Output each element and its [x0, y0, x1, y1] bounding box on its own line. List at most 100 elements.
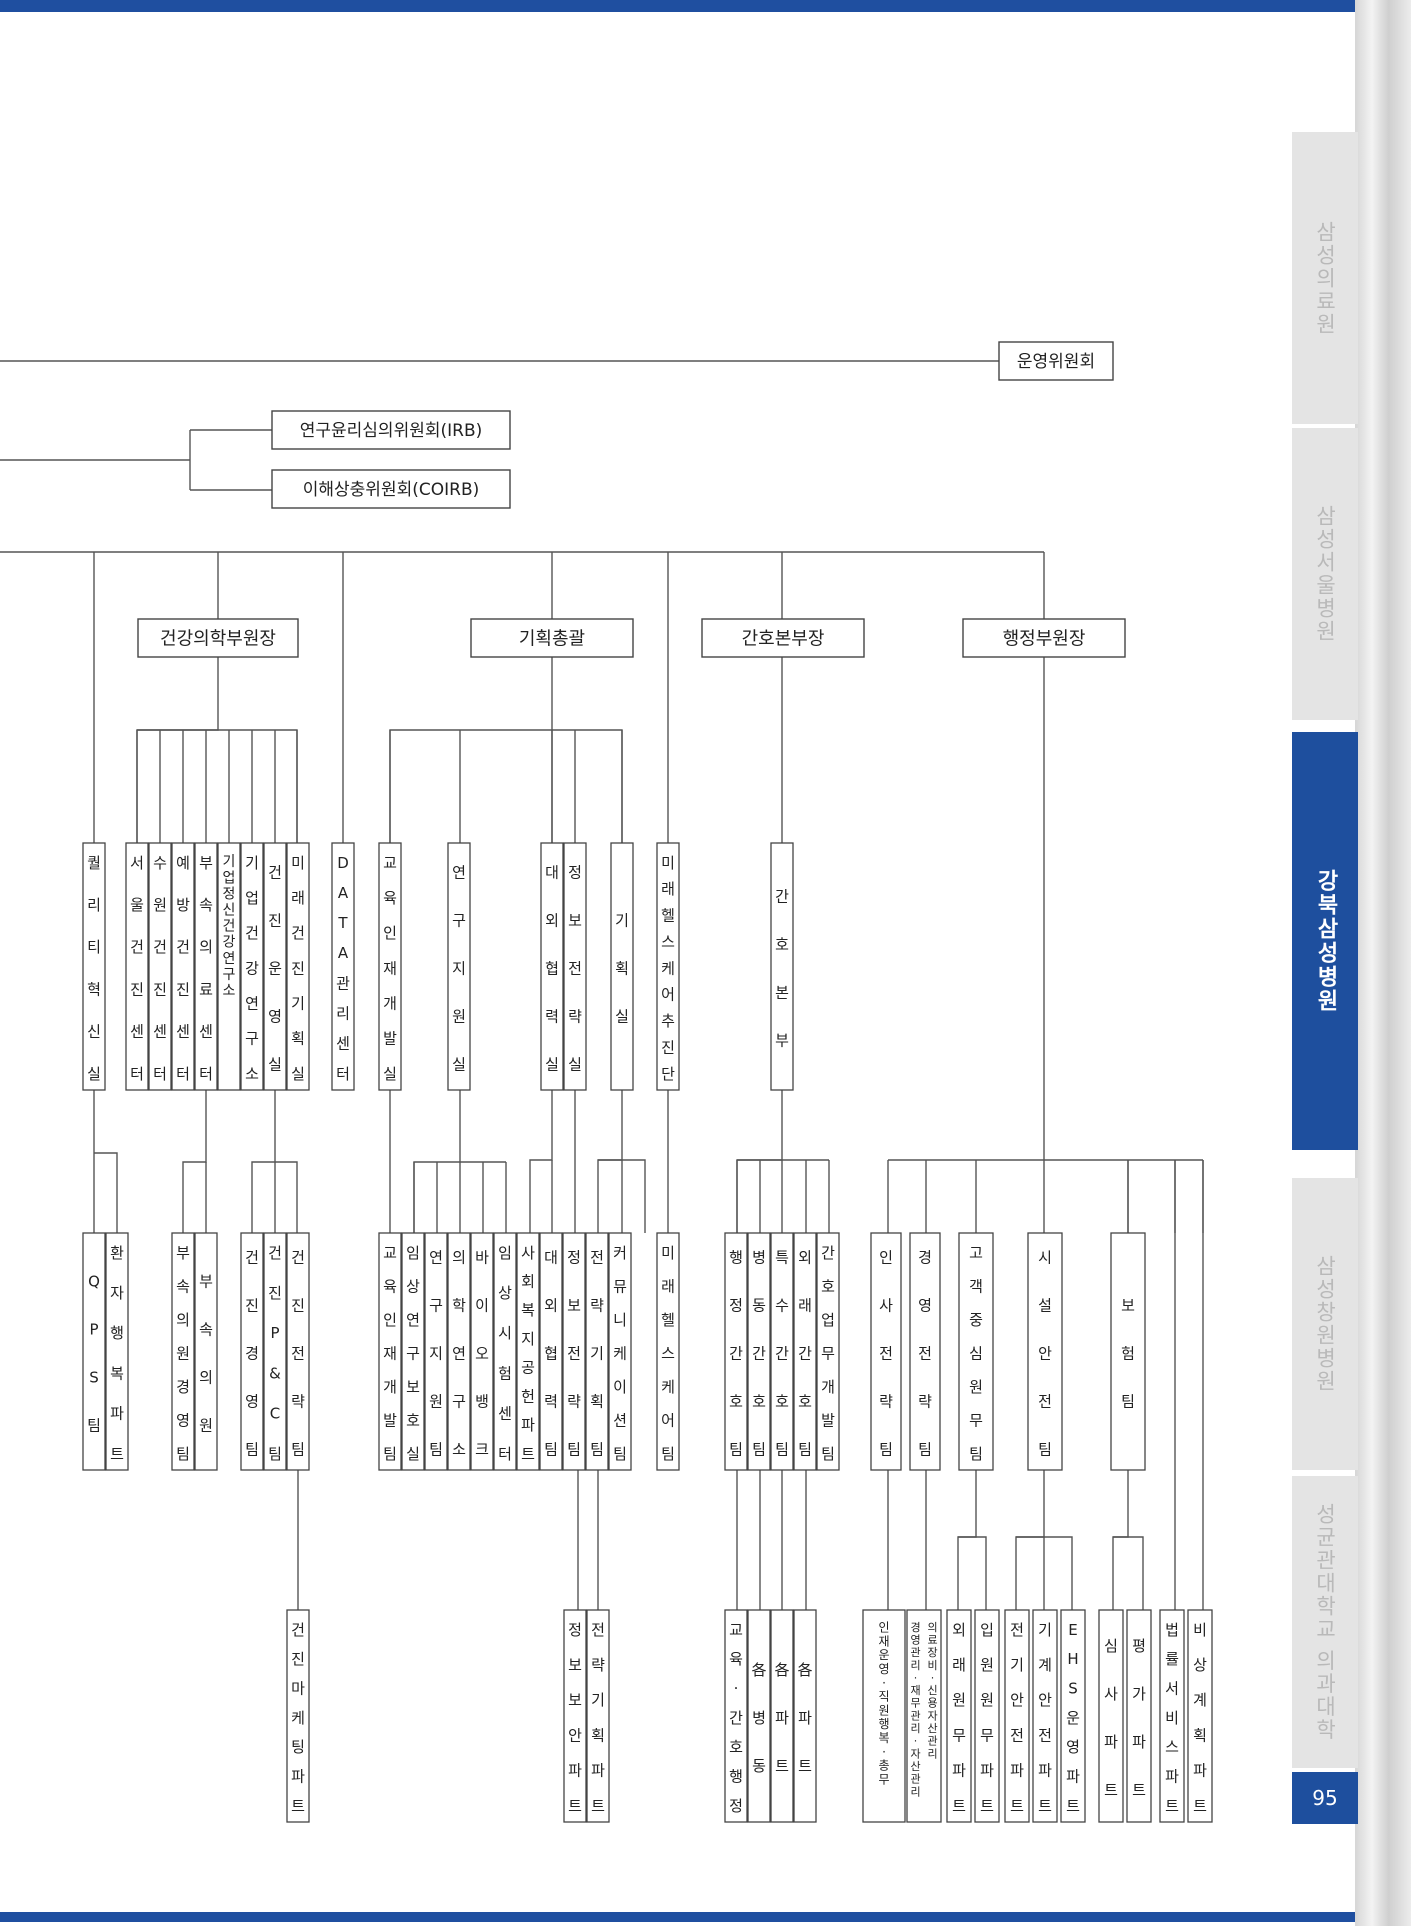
- side-tab-label: 삼성의료원: [1313, 220, 1337, 336]
- connector-line: [597, 1090, 623, 1233]
- irb-committee-box: 연구윤리심의위원회(IRB): [271, 410, 511, 450]
- connector-line: [94, 1152, 118, 1233]
- connector-line: [1015, 1470, 1045, 1610]
- connector-line: [1113, 1536, 1144, 1610]
- side-tab-2[interactable]: 삼성서울병원: [1292, 428, 1358, 720]
- admin-vice-director-box: 행정부원장: [962, 618, 1126, 658]
- side-tab-label: 삼성창원병원: [1313, 1255, 1337, 1393]
- connector-line: [957, 1470, 977, 1610]
- coirb-committee-box-label: 이해상충위원회(COIRB): [303, 480, 479, 500]
- connector-line: [137, 729, 298, 843]
- side-tab-1[interactable]: 삼성의료원: [1292, 132, 1358, 424]
- admin-vice-director-box-label: 행정부원장: [1003, 628, 1086, 649]
- connector-line: [1016, 1536, 1073, 1610]
- top-border: [0, 0, 1360, 12]
- book-page-edge: [1355, 0, 1411, 1926]
- side-tab-4[interactable]: 삼성창원병원: [1292, 1178, 1358, 1470]
- planning-head-box: 기획총괄: [470, 618, 634, 658]
- side-tab-5[interactable]: 성균관대학교 의과대학: [1292, 1476, 1358, 1768]
- connector-line: [552, 729, 623, 843]
- connector-line: [529, 1090, 553, 1233]
- operating-committee-box-label: 운영위원회: [1017, 352, 1095, 372]
- nursing-head-box-label: 간호본부장: [742, 628, 825, 649]
- side-tab-label: 강북삼성병원: [1313, 869, 1338, 1013]
- connector-line: [275, 1161, 298, 1233]
- health-vice-director-box: 건강의학부원장: [137, 618, 299, 658]
- side-tab-3[interactable]: 강북삼성병원: [1292, 732, 1358, 1150]
- coirb-committee-box: 이해상충위원회(COIRB): [271, 469, 511, 509]
- side-tab-label: 삼성서울병원: [1313, 505, 1337, 643]
